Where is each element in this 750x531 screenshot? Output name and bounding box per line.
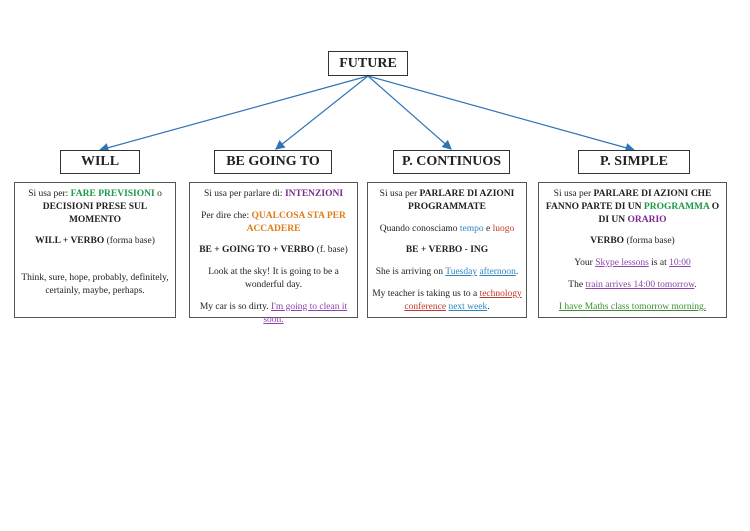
future-title: FUTURE bbox=[339, 55, 397, 71]
continuous-formula: BE + VERBO - ING bbox=[405, 245, 489, 256]
continuous-example-2: My teacher is taking us to a technology … bbox=[372, 289, 522, 312]
arrow-to-continuous bbox=[367, 75, 452, 150]
simple-usage: Si usa per PARLARE DI AZIONI CHE FANNO P… bbox=[545, 189, 720, 225]
going-to-detail-box: Si usa per parlare di: INTENZIONI Per di… bbox=[189, 182, 358, 325]
simple-example-1: Your Skype lessons is at 10:00 bbox=[574, 258, 691, 269]
will-detail-box: Si usa per: FARE PREVISIONI o DECISIONI … bbox=[14, 182, 176, 318]
going-example-2: My car is so dirty. I'm going to clean i… bbox=[199, 301, 348, 325]
arrow-to-simple bbox=[367, 75, 636, 153]
going-usage: Si usa per parlare di: INTENZIONI bbox=[203, 189, 344, 199]
simple-example-3: I have Maths class tomorrow morning. bbox=[558, 301, 707, 312]
will-usage: Si usa per: FARE PREVISIONI o DECISIONI … bbox=[28, 189, 162, 225]
will-box: WILL bbox=[60, 150, 140, 174]
present-simple-box: P. SIMPLE bbox=[578, 150, 690, 174]
going-formula: BE + GOING TO + VERBO (f. base) bbox=[199, 245, 348, 256]
going-to-box: BE GOING TO bbox=[214, 150, 332, 174]
going-example-1: Look at the sky! It is going to be a won… bbox=[208, 267, 339, 291]
continuous-know: Quando conosciamo tempo e luogo bbox=[379, 223, 515, 234]
simple-detail-box: Si usa per PARLARE DI AZIONI CHE FANNO P… bbox=[538, 182, 727, 318]
future-root-box: FUTURE bbox=[328, 51, 408, 76]
present-continuous-box: P. CONTINUOS bbox=[393, 150, 510, 174]
will-formula: WILL + VERBO (forma base) bbox=[35, 236, 155, 247]
simple-formula: VERBO (forma base) bbox=[590, 236, 675, 247]
will-examples: Think, sure, hope, probably, definitely,… bbox=[21, 273, 169, 297]
will-title: WILL bbox=[80, 154, 120, 169]
continuous-example-1: She is arriving on Tuesday afternoon. bbox=[375, 267, 519, 278]
going-usage-2: Per dire che: QUALCOSA STA PER ACCADERE bbox=[201, 210, 346, 234]
simple-example-2: The train arrives 14:00 tomorrow. bbox=[568, 280, 697, 291]
present-continuous-title: P. CONTINUOS bbox=[401, 154, 502, 169]
continuous-usage: Si usa per PARLARE DI AZIONI PROGRAMMATE bbox=[379, 189, 515, 212]
present-simple-title: P. SIMPLE bbox=[600, 154, 668, 169]
arrow-to-going bbox=[275, 75, 369, 150]
going-example-link: I'm going to clean it soon. bbox=[263, 301, 348, 325]
continuous-detail-box: Si usa per PARLARE DI AZIONI PROGRAMMATE… bbox=[367, 182, 527, 318]
going-to-title: BE GOING TO bbox=[226, 154, 320, 169]
arrow-to-will bbox=[98, 75, 369, 153]
